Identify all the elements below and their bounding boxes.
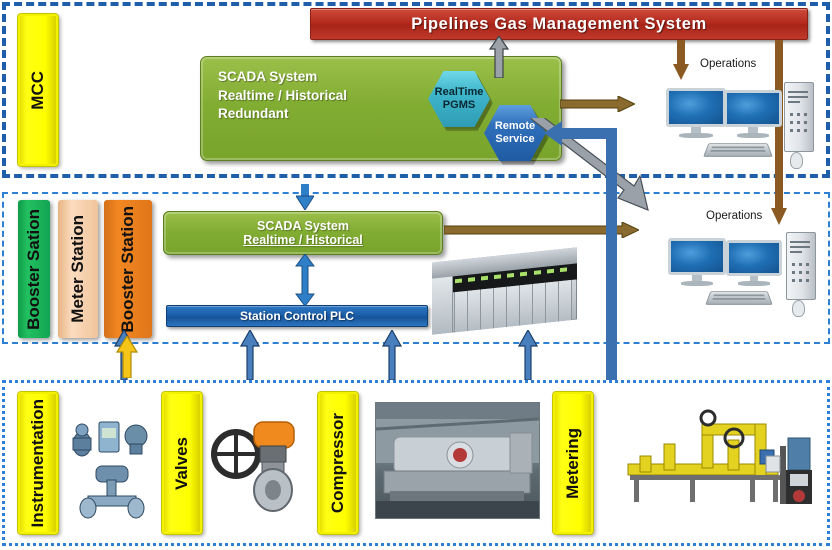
zone-border-middle [2, 192, 830, 344]
zone-border-bottom [2, 380, 830, 546]
compressor-plate[interactable]: Compressor [317, 391, 359, 535]
arrow-network-to-remote-service-icon [544, 121, 562, 146]
remote-line1: Remote [494, 120, 536, 132]
meter-station-label: Meter Station [68, 215, 87, 323]
keyboard-top[interactable] [703, 143, 773, 157]
monitor-base [738, 281, 770, 286]
pipelines-gas-management-banner[interactable]: Pipelines Gas Management System [310, 8, 808, 40]
station-control-plc-bar[interactable]: Station Control PLC [166, 305, 428, 327]
mouse-bottom[interactable] [792, 300, 805, 317]
monitor-base [679, 133, 713, 138]
instrumentation-plate[interactable]: Instrumentation [17, 391, 59, 535]
banner-label: Pipelines Gas Management System [411, 14, 707, 33]
meter-station-plate[interactable]: Meter Station [58, 200, 98, 338]
valve-actuator-image [211, 421, 295, 512]
arrow-down-to-station-scada-icon [296, 184, 314, 210]
arrow-valves-up-icon [240, 330, 260, 380]
arrow-scada-to-operations-diagonal-icon [530, 118, 649, 211]
monitor-right-top[interactable] [724, 90, 782, 138]
rack-power-supply [432, 276, 454, 335]
monitor-neck [749, 275, 759, 282]
monitor-neck [691, 127, 701, 133]
mouse-top[interactable] [790, 152, 803, 169]
monitor-screen [666, 88, 726, 127]
instrumentation-devices-image [72, 421, 148, 519]
station-control-plc-label: Station Control PLC [240, 309, 354, 323]
scada-small-line2: Realtime / Historical [243, 233, 363, 247]
booster-station-label-2: Booster Station [118, 205, 137, 333]
realtime-pgms-hexagon[interactable]: RealTime PGMS [428, 71, 490, 127]
monitor-neck [748, 127, 758, 134]
plc-rack[interactable] [432, 247, 577, 335]
booster-station-label-1: Booster Sation [24, 208, 43, 330]
monitor-neck [692, 275, 702, 282]
scada-big-text: SCADA System Realtime / Historical Redun… [218, 68, 347, 124]
arrow-station-scada-to-operations-icon [444, 222, 639, 238]
arrow-metering-up-icon [518, 330, 538, 380]
arrow-banner-to-operations-top-icon [673, 40, 689, 80]
arrow-scada-plc-bidirectional-icon [295, 254, 315, 306]
monitor-left-top[interactable] [666, 88, 726, 138]
arrow-compressor-up-icon [382, 330, 402, 380]
valves-label: Valves [172, 436, 191, 490]
monitor-left-bottom[interactable] [668, 238, 726, 286]
monitor-base [736, 133, 770, 138]
arrow-scada-to-operations-top-icon [560, 96, 635, 112]
valves-plate[interactable]: Valves [161, 391, 203, 535]
monitor-right-bottom[interactable] [726, 240, 782, 286]
operations-label-bottom: Operations [706, 210, 763, 222]
scada-big-line1: SCADA System [218, 69, 318, 84]
pgms-line1: RealTime [434, 86, 484, 98]
desktop-tower-bottom[interactable] [786, 232, 816, 300]
metering-skid-image [610, 400, 824, 525]
scada-small-line1: SCADA System [257, 219, 349, 233]
metering-label: Metering [563, 427, 582, 499]
keyboard-bottom[interactable] [705, 291, 773, 305]
metering-plate[interactable]: Metering [552, 391, 594, 535]
remote-line2: Service [495, 133, 535, 145]
network-riser-horizontal [560, 128, 617, 139]
arrow-scada-to-banner-icon [488, 36, 510, 78]
pgms-line2: PGMS [442, 99, 476, 111]
monitor-screen [724, 90, 782, 128]
desktop-tower-top[interactable] [784, 82, 814, 152]
scada-big-line3: Redundant [218, 106, 289, 121]
compressor-image [375, 402, 540, 519]
monitor-base [680, 281, 714, 286]
monitor-screen [726, 240, 782, 276]
operations-label-top: Operations [700, 58, 757, 70]
scada-big-line2: Realtime / Historical [218, 87, 348, 103]
zone-border-top [2, 2, 830, 178]
compressor-label: Compressor [328, 412, 347, 514]
network-riser-vertical [606, 128, 617, 380]
scada-system-station-box[interactable]: SCADA System Realtime / Historical [163, 211, 443, 255]
mcc-label: MCC [28, 70, 47, 110]
arrow-station-feed-up-icon [116, 336, 138, 378]
instrumentation-label: Instrumentation [28, 398, 47, 528]
booster-station-plate-1[interactable]: Booster Sation [18, 200, 50, 338]
mcc-plate[interactable]: MCC [17, 13, 59, 167]
booster-station-plate-2[interactable]: Booster Station [104, 200, 152, 338]
zone-border-top-bottom [2, 2, 830, 178]
monitor-screen [668, 238, 726, 276]
